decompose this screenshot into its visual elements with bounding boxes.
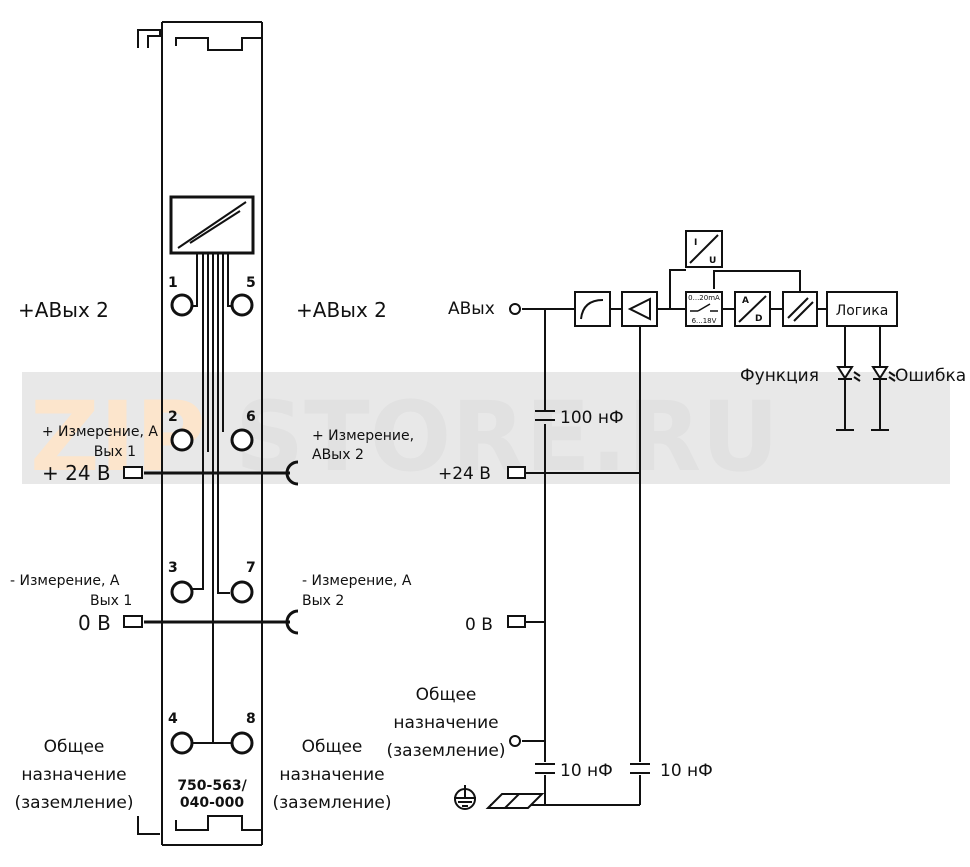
module-bus-lines <box>144 460 299 635</box>
meas-plus-2-line1: + Измерение, <box>312 428 414 444</box>
pin-1-terminal <box>170 293 194 317</box>
pin-5-label: 5 <box>246 275 256 291</box>
pin-7-terminal <box>230 580 254 604</box>
part-number-line2: 040-000 <box>180 795 245 811</box>
converter-box <box>169 195 255 255</box>
capacitor-10n-a <box>535 763 555 774</box>
ad-d-label: D <box>755 314 762 324</box>
zero-v-right-label: 0 В <box>465 615 493 635</box>
pin-4-terminal <box>170 731 194 755</box>
selector-bottom-label: 6...18V <box>692 317 717 325</box>
cap-10n-a-label: 10 нФ <box>560 761 613 781</box>
logic-label: Логика <box>836 303 889 319</box>
module-outline <box>137 21 263 846</box>
ad-converter-block: A D <box>734 291 771 327</box>
plus24-left-terminal <box>123 466 143 479</box>
ground-left-line2: назначение <box>21 765 126 785</box>
pin-6-terminal <box>230 428 254 452</box>
cap-100n-label: 100 нФ <box>560 408 624 428</box>
aout2-left-label: +AВых 2 <box>18 298 109 322</box>
meas-plus-2-line2: AВых 2 <box>312 447 364 463</box>
aout-label: AВых <box>448 299 495 319</box>
pin-1-label: 1 <box>168 275 178 291</box>
pin-7-label: 7 <box>246 560 256 576</box>
earth-symbol <box>454 785 476 810</box>
error-label: Ошибка <box>895 366 966 386</box>
function-label: Функция <box>740 366 819 386</box>
ground-left-line1: Общее <box>44 737 105 757</box>
meas-plus-1-line1: + Измерение, А <box>42 424 159 440</box>
zero-v-left-label: 0 В <box>78 611 111 635</box>
plus24-right-label: +24 В <box>438 464 491 484</box>
pin-numbers: 1 2 3 4 5 6 7 8 <box>168 275 256 727</box>
module-pins <box>170 293 254 755</box>
zero-v-right-terminal <box>507 615 526 628</box>
aout-terminal <box>509 303 521 315</box>
zero-v-left-terminal <box>123 615 143 628</box>
isolation-block <box>782 291 818 327</box>
filter-block <box>574 291 611 327</box>
led-error <box>871 366 896 382</box>
pin-6-label: 6 <box>246 409 256 425</box>
rail-symbol <box>485 793 545 809</box>
part-number-line1: 750-563/ <box>177 778 247 794</box>
iu-u-label: U <box>709 256 716 266</box>
ground-left-line3: (заземление) <box>15 793 134 813</box>
logic-block: Логика <box>826 291 898 327</box>
amplifier-block <box>621 291 658 327</box>
schematic-wires <box>490 269 889 806</box>
pin-8-label: 8 <box>246 711 256 727</box>
part-number: 750-563/ 040-000 <box>177 778 247 811</box>
ground-right-line1: Общее <box>302 737 363 757</box>
pin-2-label: 2 <box>168 409 178 425</box>
meas-minus-2-line2: Вых 2 <box>302 593 344 609</box>
meas-plus-1-line2: Вых 1 <box>94 444 136 460</box>
ground-right-sch-line3: (заземление) <box>387 741 506 761</box>
iu-block: I U <box>685 230 723 268</box>
pin-8-terminal <box>230 731 254 755</box>
ad-a-label: A <box>742 296 749 306</box>
aout2-right-label: +AВых 2 <box>296 298 387 322</box>
pin-5-terminal <box>230 293 254 317</box>
cap-10n-b-label: 10 нФ <box>660 761 713 781</box>
plus24-left-label: + 24 В <box>42 461 111 485</box>
led-function <box>836 366 861 382</box>
meas-minus-1-line1: - Измерение, А <box>10 573 120 589</box>
ground-right-sch-line2: назначение <box>393 713 498 733</box>
pin-2-terminal <box>170 428 194 452</box>
iu-i-label: I <box>694 238 697 248</box>
watermark-band <box>22 372 950 484</box>
plus24-right-terminal <box>507 466 526 479</box>
ground-right-sch-line1: Общее <box>416 685 477 705</box>
module-internal-wires <box>190 253 236 742</box>
meas-minus-1-line2: Вых 1 <box>90 593 132 609</box>
selector-top-label: 0...20mA <box>688 294 720 302</box>
capacitor-100n <box>535 410 555 421</box>
ground-right-line2: назначение <box>279 765 384 785</box>
ground-right-line3: (заземление) <box>273 793 392 813</box>
pin-3-terminal <box>170 580 194 604</box>
meas-minus-2-line1: - Измерение, А <box>302 573 412 589</box>
ground-terminal <box>509 735 521 747</box>
pin-3-label: 3 <box>168 560 178 576</box>
selector-block: 0...20mA 6...18V <box>685 291 723 327</box>
capacitor-10n-b <box>630 763 650 774</box>
pin-4-label: 4 <box>168 711 178 727</box>
